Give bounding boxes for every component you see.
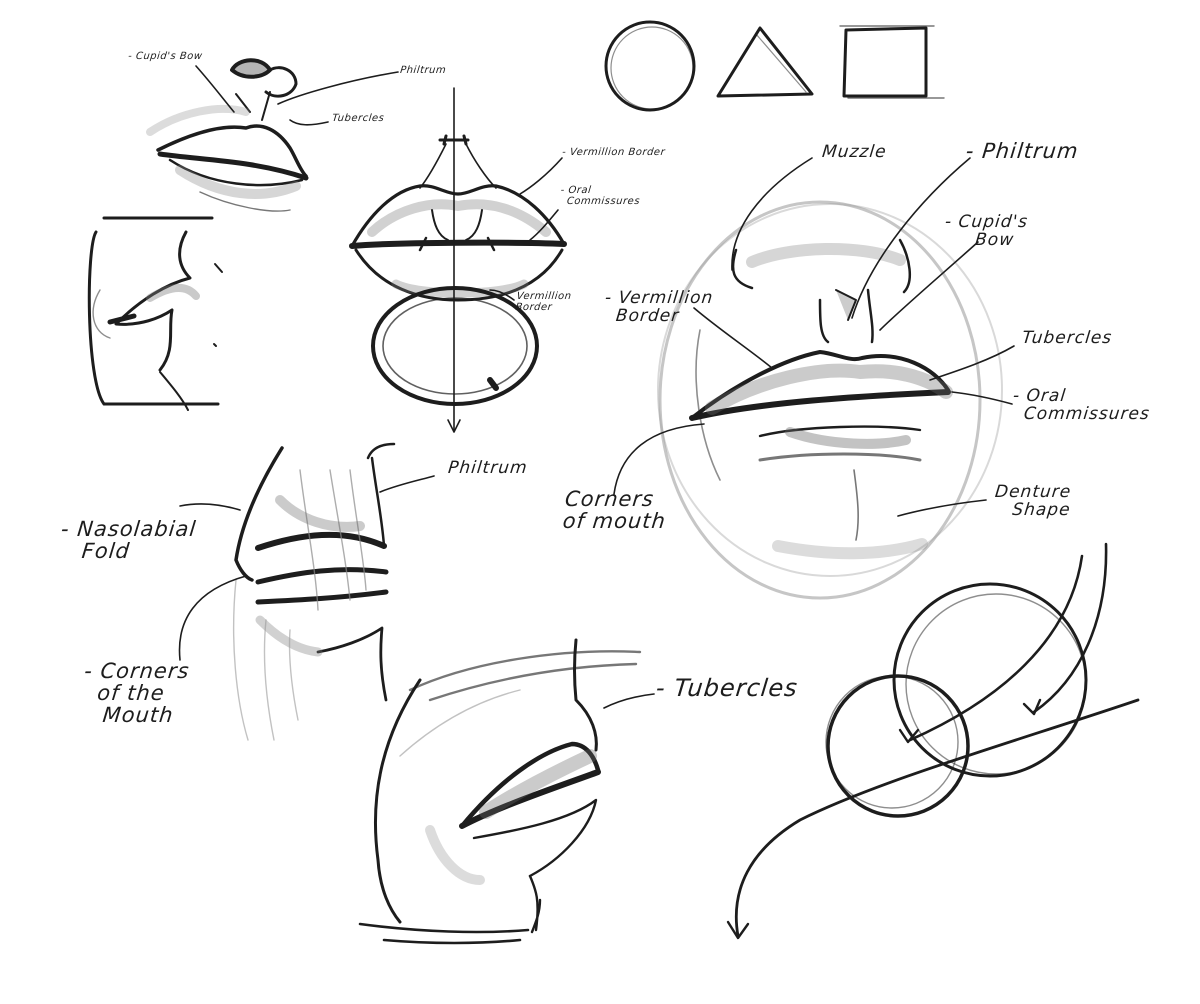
label-philtrum-mid: Philtrum [447,458,529,478]
label-tubercles-right: Tubercles [1021,328,1114,348]
profile-nasolabial-sketch [232,442,396,741]
label-nasolabial-fold: - Nasolabial Fold [57,517,198,564]
label-corners-of-the-mouth-left: - Corners of the Mouth [78,659,191,728]
triangle-shape [716,26,814,98]
label-philtrum-right: - Philtrum [964,139,1080,163]
label-philtrum-top: Philtrum [399,65,447,76]
label-denture-shape: Denture Shape [992,482,1073,520]
label-cupids-bow-top: - Cupid's Bow [127,51,204,62]
square-shape [842,26,928,98]
label-vermillion-border-right: - Vermillion Border [602,288,715,326]
profile-box-sketch [87,216,223,411]
label-cupids-bow-right: - Cupid's Bow [942,212,1030,250]
label-muzzle: Muzzle [821,142,888,162]
label-vermillion-border-center: - Vermillion Border [561,147,666,158]
denture-oval [371,286,539,406]
large-lips-sketch [657,200,1003,600]
label-tubercles-top: Tubercles [331,113,385,124]
basic-shapes [604,20,945,112]
label-vermillion-border-lower: Vermillion Border [514,291,573,313]
label-corners-of-mouth-right: Corners of mouth [561,487,668,534]
lips-bottom-sketch [358,638,642,945]
circle-shape [604,20,696,112]
leader-lines [178,65,1015,709]
label-tubercles-bottom: - Tubercles [654,674,800,702]
label-oral-commissures-right: - Oral Commissures [1010,386,1151,424]
circle-study [726,542,1140,940]
front-lips-sketch [349,87,567,433]
label-oral-commissures-center: - Oral Commissures [558,185,641,207]
lips-three-quarter-sketch [146,58,309,212]
